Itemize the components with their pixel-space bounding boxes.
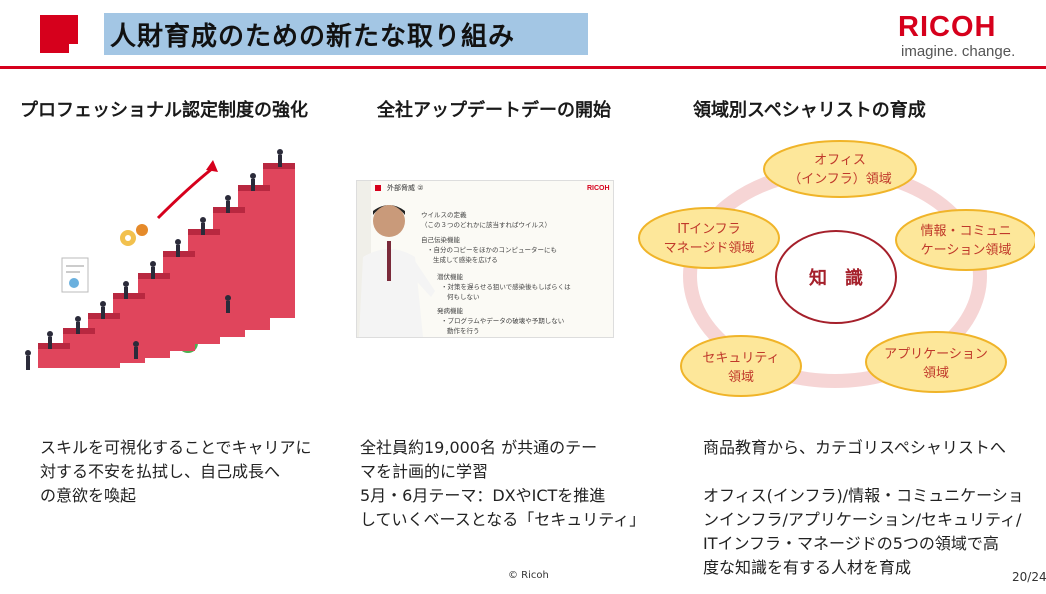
center-label: 知 識 [809, 267, 863, 289]
body-line: 全社員約19,000名 が共通のテー [360, 438, 598, 457]
diagram-center: 知 識 [775, 230, 897, 324]
body-line: マを計画的に学習 [360, 462, 489, 481]
body-line: スキルを可視化することでキャリアに [40, 438, 312, 457]
footer-copyright: © Ricoh [508, 570, 549, 581]
page-title: 人財育成のための新たな取り組み [110, 21, 516, 52]
slide-line: ・自分のコピーをほかのコンピューターにも [427, 246, 557, 254]
header-divider [0, 66, 1046, 69]
body-specialist: 商品教育から、カテゴリスペシャリストへ オフィス(インフラ)/情報・コミュニケー… [703, 436, 1024, 580]
body-certification: スキルを可視化することでキャリアに 対する不安を払拭し、自己成長へ の意欲を喚起 [40, 436, 312, 508]
slide-line: 動作を行う [447, 327, 480, 335]
chart-panel-icon [61, 257, 89, 293]
domain-bubble-application: アプリケーション 領域 [865, 331, 1007, 393]
body-line: していくベースとなる「セキュリティ」 [360, 510, 646, 529]
slide-line: （この３つのどれかに該当すればウイルス） [421, 221, 551, 229]
body-line [703, 460, 1024, 484]
slide-line: 潜伏機能 [437, 273, 463, 281]
body-line: 商品教育から、カテゴリスペシャリストへ [703, 438, 1006, 457]
domain-bubble-security: セキュリティ 領域 [680, 335, 802, 397]
bubble-label: ケーション領域 [921, 242, 1012, 258]
body-line: ITインフラ・マネージドの5つの領域で高 [703, 534, 999, 553]
presenter-figure [359, 205, 435, 337]
bubble-label: ITインフラ [677, 222, 740, 237]
domain-bubble-office: オフィス （インフラ）領域 [763, 140, 917, 198]
domain-bubble-communication: 情報・コミュニ ケーション領域 [895, 209, 1035, 271]
heading-update-day: 全社アップデートデーの開始 [377, 100, 611, 121]
body-line: 対する不安を払拭し、自己成長へ [40, 462, 281, 481]
bubble-label: マネージド領域 [664, 240, 755, 256]
bubble-label: セキュリティ [702, 351, 779, 366]
logo-tagline: imagine. change. [901, 43, 1016, 60]
page-number: 20/24 [1012, 570, 1046, 584]
heading-certification: プロフェッショナル認定制度の強化 [20, 100, 308, 121]
people-figures [25, 149, 283, 370]
bubble-label: 領域 [923, 365, 949, 381]
heading-specialist: 領域別スペシャリストの育成 [693, 100, 926, 121]
slide-line: ・プログラムやデータの破壊や予期しない [441, 317, 565, 325]
ricoh-logo: RICOH imagine. change. [898, 12, 1028, 60]
growth-arrow-icon [156, 166, 214, 220]
bubble-label: 領域 [728, 369, 754, 385]
title-marker [40, 15, 78, 53]
logo-wordmark: RICOH [898, 11, 997, 43]
body-line: の意欲を喚起 [40, 486, 137, 505]
body-update-day: 全社員約19,000名 が共通のテー マを計画的に学習 5月・6月テーマ：DXや… [360, 436, 645, 532]
slide-line: 発病機能 [437, 307, 463, 315]
slide-line: 生成して感染を広げる [433, 256, 498, 264]
slide-line: 自己伝染機能 [421, 236, 460, 244]
slide-logo: RICOH [587, 185, 610, 192]
bubble-label: オフィス [814, 153, 866, 168]
slide-line: ・対策を遅らせる狙いで感染後もしばらくは [441, 283, 571, 291]
slide-title: 外部脅威 ② [387, 184, 424, 192]
presentation-photo: 外部脅威 ② RICOH ウイルスの定義 （この３つのどれかに該当すればウイルス… [356, 180, 614, 338]
body-line: 度な知識を有する人材を育成 [703, 558, 912, 577]
bubble-label: 情報・コミュニ [920, 224, 1011, 239]
slide-line: ウイルスの定義 [421, 211, 467, 219]
bubble-label: アプリケーション [884, 347, 988, 362]
stair-blocks [38, 168, 295, 368]
body-line: 5月・6月テーマ：DXやICTを推進 [360, 486, 606, 505]
domain-diagram: 知 識 オフィス （インフラ）領域 情報・コミュニ ケーション領域 アプリケーシ… [638, 140, 1035, 397]
slide-line: 何もしない [447, 293, 480, 301]
domain-bubble-it-infra: ITインフラ マネージド領域 [638, 207, 780, 269]
gear-icon [120, 224, 148, 246]
career-steps-illustration [25, 149, 295, 370]
body-line: オフィス(インフラ)/情報・コミュニケーショ [703, 486, 1024, 505]
slide-marker [375, 185, 381, 191]
body-line: ンインフラ/アプリケーション/セキュリティ/ [703, 510, 1022, 529]
bubble-label: （インフラ）領域 [788, 171, 892, 187]
title-banner: 人財育成のための新たな取り組み [104, 13, 588, 55]
